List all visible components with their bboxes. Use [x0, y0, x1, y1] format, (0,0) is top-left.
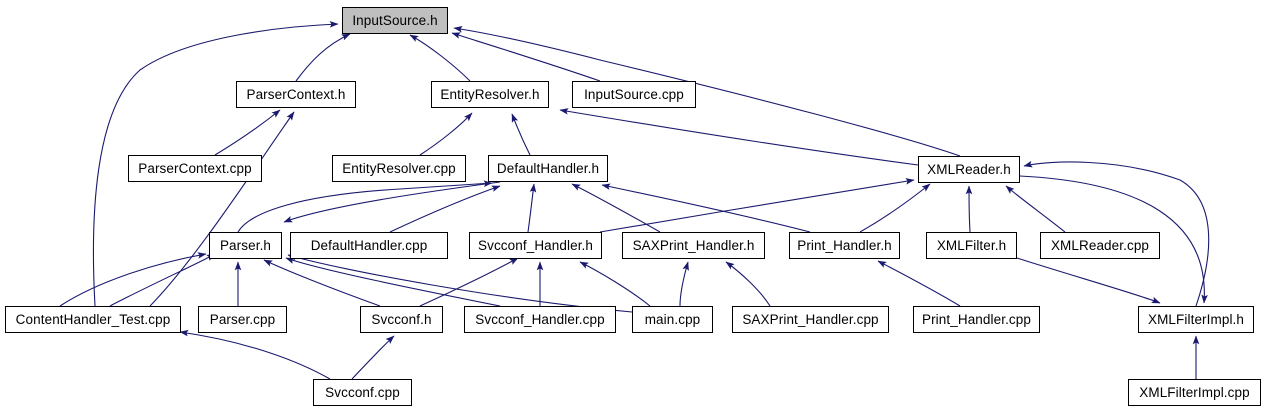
- graph-node-entityresolver-cpp[interactable]: EntityResolver.cpp: [332, 155, 466, 182]
- graph-edge: [287, 254, 633, 313]
- graph-node-svcconf-cpp[interactable]: Svcconf.cpp: [313, 379, 412, 406]
- graph-edge: [285, 257, 501, 307]
- graph-node-svcconf-h[interactable]: Svcconf.h: [360, 306, 443, 333]
- graph-node-main-cpp[interactable]: main.cpp: [632, 306, 713, 333]
- graph-edge: [725, 261, 771, 307]
- graph-edge: [409, 34, 471, 82]
- graph-node-parsercontext-cpp[interactable]: ParserContext.cpp: [128, 155, 262, 182]
- graph-edge: [179, 329, 331, 380]
- graph-node-print-handler-h[interactable]: Print_Handler.h: [789, 232, 900, 259]
- graph-edge: [351, 335, 395, 380]
- graph-edge: [453, 25, 961, 157]
- graph-node-inputsource-h[interactable]: InputSource.h: [342, 7, 448, 34]
- graph-edge: [599, 178, 915, 233]
- graph-edge: [149, 111, 295, 307]
- graph-edge: [1023, 160, 1210, 307]
- graph-node-entityresolver-h[interactable]: EntityResolver.h: [431, 81, 549, 108]
- graph-node-svcconf-handler-h[interactable]: Svcconf_Handler.h: [469, 232, 602, 259]
- graph-node-xmlreader-h[interactable]: XMLReader.h: [918, 156, 1020, 183]
- graph-edge: [1019, 175, 1208, 304]
- graph-edge: [571, 183, 661, 233]
- graph-edge: [419, 257, 519, 307]
- graph-node-xmlfilterimpl-cpp[interactable]: XMLFilterImpl.cpp: [1128, 379, 1261, 406]
- graph-edge: [579, 261, 651, 307]
- graph-edge: [859, 183, 931, 233]
- graph-node-svcconf-handler-cpp[interactable]: Svcconf_Handler.cpp: [464, 306, 616, 333]
- graph-edge: [214, 109, 281, 156]
- graph-node-xmlfilter-h[interactable]: XMLFilter.h: [926, 232, 1017, 259]
- graph-edge: [451, 32, 601, 82]
- graph-node-print-handler-cpp[interactable]: Print_Handler.cpp: [913, 306, 1040, 333]
- graph-edge: [389, 185, 501, 233]
- graph-node-defaulthandler-cpp[interactable]: DefaultHandler.cpp: [290, 232, 448, 259]
- graph-edge: [237, 180, 493, 233]
- graph-edge: [109, 253, 216, 307]
- graph-edge: [601, 183, 811, 233]
- graph-edge: [283, 181, 501, 223]
- graph-node-defaulthandler-h[interactable]: DefaultHandler.h: [488, 155, 608, 182]
- graph-edge: [511, 113, 531, 156]
- graph-node-contenthandler-test-cpp[interactable]: ContentHandler_Test.cpp: [5, 306, 181, 333]
- graph-edge: [877, 260, 961, 307]
- graph-node-parsercontext-h[interactable]: ParserContext.h: [236, 81, 356, 108]
- graph-node-saxprint-handler-cpp[interactable]: SAXPrint_Handler.cpp: [732, 306, 889, 333]
- graph-edge: [92, 21, 339, 307]
- graph-edge: [263, 259, 381, 307]
- graph-edge: [1005, 185, 1066, 233]
- graph-node-parser-cpp[interactable]: Parser.cpp: [198, 306, 287, 333]
- graph-edge: [679, 261, 689, 307]
- graph-edge: [295, 33, 351, 82]
- graph-edge: [1016, 257, 1161, 304]
- graph-edge: [559, 108, 919, 166]
- graph-node-xmlfilterimpl-h[interactable]: XMLFilterImpl.h: [1138, 306, 1254, 333]
- graph-node-saxprint-handler-h[interactable]: SAXPrint_Handler.h: [622, 232, 765, 259]
- graph-edge: [419, 112, 473, 156]
- graph-node-xmlreader-cpp[interactable]: XMLReader.cpp: [1040, 232, 1160, 259]
- graph-edge: [59, 252, 207, 307]
- graph-edge: [527, 183, 537, 233]
- graph-node-parser-h[interactable]: Parser.h: [209, 232, 282, 259]
- graph-node-inputsource-cpp[interactable]: InputSource.cpp: [572, 81, 696, 108]
- graph-edge: [965, 185, 973, 233]
